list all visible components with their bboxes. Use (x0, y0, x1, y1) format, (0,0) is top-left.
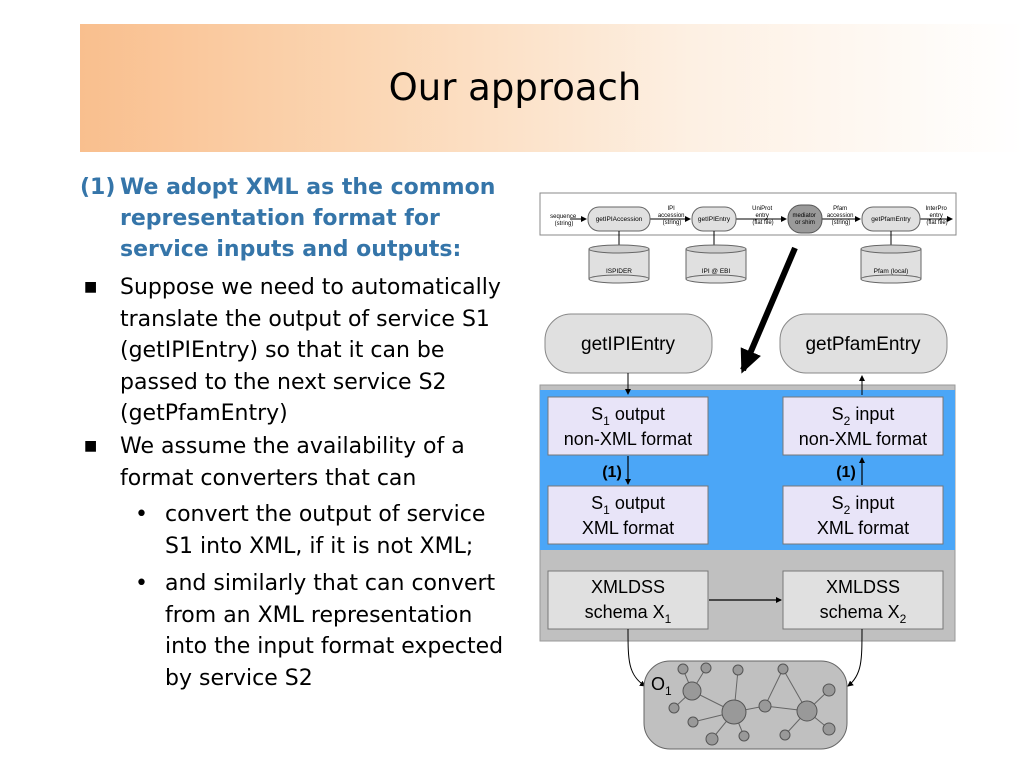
wf-label-interpro-entry: InterPro entry (flat file) (925, 206, 948, 226)
zoom-arrow (740, 246, 798, 374)
round-bullet-icon: • (135, 502, 148, 527)
wf-service-label: getPfamEntry (871, 216, 911, 223)
wf-database-ipi-ebi: IPI @ EBI (685, 244, 747, 284)
bullet-text: Suppose we need to automatically transla… (120, 275, 501, 426)
s1-output-xml-format: XML format (582, 518, 674, 538)
heading-text: We adopt XML as the common representatio… (120, 175, 496, 262)
s1-output-xml-label: S1 output (591, 493, 665, 517)
wf-mediator-label: mediator or shim (792, 213, 817, 226)
sub-bullet-item: • and similarly that can convert from an… (135, 568, 520, 694)
wf-service-label: getIPIEntry (698, 216, 731, 223)
bullet-item: ■ Suppose we need to automatically trans… (80, 272, 520, 430)
service-label-getipientry: getIPIEntry (581, 334, 675, 355)
slide-title: Our approach (388, 66, 642, 109)
heading-number: (1) (80, 175, 116, 200)
schema-x2-box (782, 570, 944, 630)
wf-label-ipi-accession: IPI accession (string) (658, 206, 686, 226)
s1-output-format: non-XML format (564, 429, 692, 449)
s1-output-label: S1 output (591, 404, 665, 428)
s2-input-xml-format: XML format (817, 518, 909, 538)
s2-input-xml-box (782, 485, 944, 545)
s2-input-label: S2 input (832, 404, 895, 428)
ontology-label: O1 (651, 674, 672, 698)
service-label-getpfamentry: getPfamEntry (805, 334, 921, 355)
schema-x2-line1: XMLDSS (826, 577, 900, 597)
schema-x2-line2: schema X2 (820, 602, 907, 626)
s2-input-xml-label: S2 input (832, 493, 895, 517)
s1-output-nonxml-box (547, 396, 709, 456)
wf-database-ispider: ISPIDER (588, 244, 650, 284)
bullet-text: We assume the availability of a format c… (120, 434, 465, 491)
svg-text:ISPIDER: ISPIDER (606, 268, 632, 275)
sub-bullet-text: convert the output of service S1 into XM… (165, 502, 486, 559)
wf-label-sequence: sequence (string) (550, 214, 578, 227)
s2-input-format: non-XML format (799, 429, 927, 449)
wf-mediator (787, 204, 823, 234)
title-band (80, 24, 1024, 152)
sub-bullet-text: and similarly that can convert from an X… (165, 571, 504, 691)
schema-x1-line1: XMLDSS (591, 577, 665, 597)
wf-database-pfam-local: Pfam (local) (860, 244, 922, 284)
schema-x1-box (547, 570, 709, 630)
heading-item: (1) We adopt XML as the common represent… (80, 172, 520, 265)
round-bullet-icon: • (135, 571, 148, 596)
s2-input-nonxml-box (782, 396, 944, 456)
sub-bullet-item: • convert the output of service S1 into … (135, 499, 520, 562)
bullet-item: ■ We assume the availability of a format… (80, 431, 520, 494)
workflow-diagram: sequence (string) IPI accession (string)… (539, 192, 957, 284)
square-bullet-icon: ■ (84, 438, 98, 454)
converter-label-right: (1) (836, 464, 856, 481)
square-bullet-icon: ■ (84, 279, 98, 295)
ontology-graph: O1 (643, 660, 848, 750)
wf-service-label: getIPIAccession (596, 216, 643, 223)
wf-label-uniprot-entry: UniProt entry (flat file) (752, 206, 774, 226)
converter-label-left: (1) (602, 464, 622, 481)
svg-text:Pfam (local): Pfam (local) (874, 268, 909, 275)
s1-output-xml-box (547, 485, 709, 545)
wf-label-pfam-accession: Pfam accession (string) (827, 206, 855, 226)
service-box-getpfamentry (779, 313, 948, 374)
schema-x1-line2: schema X1 (585, 602, 672, 626)
svg-text:IPI @ EBI: IPI @ EBI (702, 268, 731, 275)
